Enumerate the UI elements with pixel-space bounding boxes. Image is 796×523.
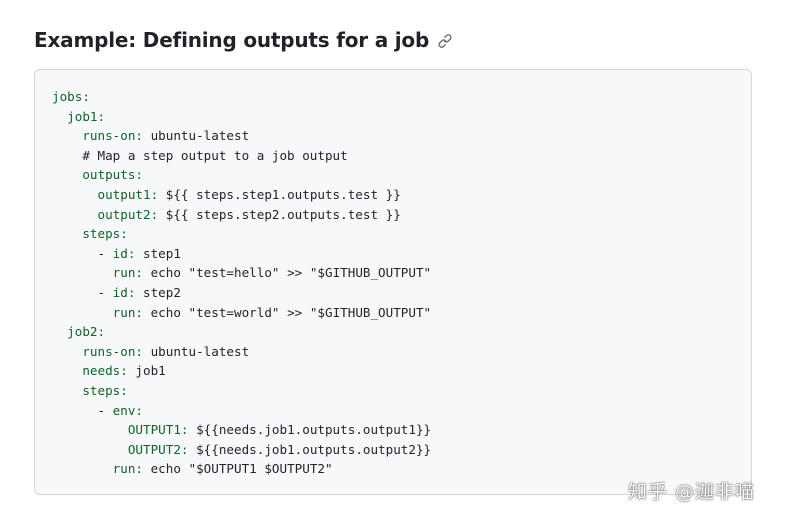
code-line: run: echo "test=hello" >> "$GITHUB_OUTPU… <box>52 263 431 283</box>
code-indent <box>52 344 82 359</box>
code-value: echo "$OUTPUT1 $OUTPUT2" <box>143 461 333 477</box>
code-indent <box>52 442 128 457</box>
code-key: id: <box>112 284 136 300</box>
code-line: runs-on: ubuntu-latest <box>52 342 431 362</box>
code-key: outputs: <box>82 167 144 183</box>
code-key: steps: <box>82 382 128 398</box>
code-line: outputs: <box>52 165 431 185</box>
code-indent: - <box>52 284 113 300</box>
code-indent <box>52 461 113 476</box>
code-value: ${{needs.job1.outputs.output2}} <box>188 441 432 457</box>
code-line: needs: job1 <box>52 361 431 381</box>
code-indent <box>52 109 67 124</box>
code-indent <box>52 422 128 437</box>
code-key: runs-on: <box>82 128 144 144</box>
code-line: OUTPUT1: ${{needs.job1.outputs.output1}} <box>52 420 431 440</box>
link-icon[interactable] <box>437 33 453 49</box>
code-line: - env: <box>52 401 431 421</box>
code-key: OUTPUT1: <box>127 422 189 438</box>
code-indent <box>52 363 82 378</box>
code-indent <box>52 148 82 163</box>
code-line: job2: <box>52 322 431 342</box>
code-indent <box>52 265 113 280</box>
code-value: step1 <box>135 245 181 261</box>
code-indent: - <box>52 245 113 261</box>
code-line: run: echo "$OUTPUT1 $OUTPUT2" <box>52 459 431 479</box>
code-line: - id: step1 <box>52 244 431 264</box>
code-line: jobs: <box>52 87 431 107</box>
code-line: OUTPUT2: ${{needs.job1.outputs.output2}} <box>52 440 431 460</box>
code-value: ubuntu-latest <box>143 343 250 359</box>
code-key: run: <box>112 461 144 477</box>
code-line: steps: <box>52 224 431 244</box>
code-line: - id: step2 <box>52 283 431 303</box>
code-line: output2: ${{ steps.step2.outputs.test }} <box>52 205 431 225</box>
code-key: env: <box>112 402 144 418</box>
code-value: ${{needs.job1.outputs.output1}} <box>188 422 432 438</box>
code-key: job2: <box>67 324 106 340</box>
code-content: jobs: job1: runs-on: ubuntu-latest # Map… <box>52 87 431 479</box>
code-comment: # Map a step output to a job output <box>82 147 348 163</box>
code-line: run: echo "test=world" >> "$GITHUB_OUTPU… <box>52 303 431 323</box>
code-indent <box>52 167 82 182</box>
code-key: run: <box>112 265 144 281</box>
code-indent <box>52 226 82 241</box>
code-indent: - <box>52 402 113 418</box>
code-line: runs-on: ubuntu-latest <box>52 126 431 146</box>
code-line: job1: <box>52 107 431 127</box>
code-key: jobs: <box>52 89 90 104</box>
code-value: ${{ steps.step2.outputs.test }} <box>158 206 401 222</box>
code-key: output1: <box>97 186 159 202</box>
code-line: # Map a step output to a job output <box>52 146 431 166</box>
code-key: job1: <box>67 108 106 124</box>
code-indent <box>52 128 82 143</box>
code-key: id: <box>112 245 136 261</box>
code-indent <box>52 187 98 202</box>
code-value: echo "test=world" >> "$GITHUB_OUTPUT" <box>143 304 432 320</box>
code-key: run: <box>112 304 144 320</box>
code-key: runs-on: <box>82 343 144 359</box>
code-key: needs: <box>82 363 128 379</box>
code-value: ubuntu-latest <box>143 128 250 144</box>
code-value: ${{ steps.step1.outputs.test }} <box>158 186 401 202</box>
page-heading: Example: Defining outputs for a job <box>34 28 453 52</box>
code-indent <box>52 207 98 222</box>
code-value: job1 <box>127 363 166 379</box>
code-line: steps: <box>52 381 431 401</box>
code-indent <box>52 305 113 320</box>
code-value: echo "test=hello" >> "$GITHUB_OUTPUT" <box>143 265 432 281</box>
heading-title: Example: Defining outputs for a job <box>34 28 430 52</box>
code-key: steps: <box>82 226 128 242</box>
code-block: jobs: job1: runs-on: ubuntu-latest # Map… <box>34 69 752 495</box>
code-indent <box>52 324 67 339</box>
code-indent <box>52 383 82 398</box>
code-line: output1: ${{ steps.step1.outputs.test }} <box>52 185 431 205</box>
watermark: 知乎 @迦非喵 <box>628 481 756 503</box>
code-value: step2 <box>135 284 181 300</box>
code-key: output2: <box>97 206 159 222</box>
code-key: OUTPUT2: <box>127 441 189 457</box>
